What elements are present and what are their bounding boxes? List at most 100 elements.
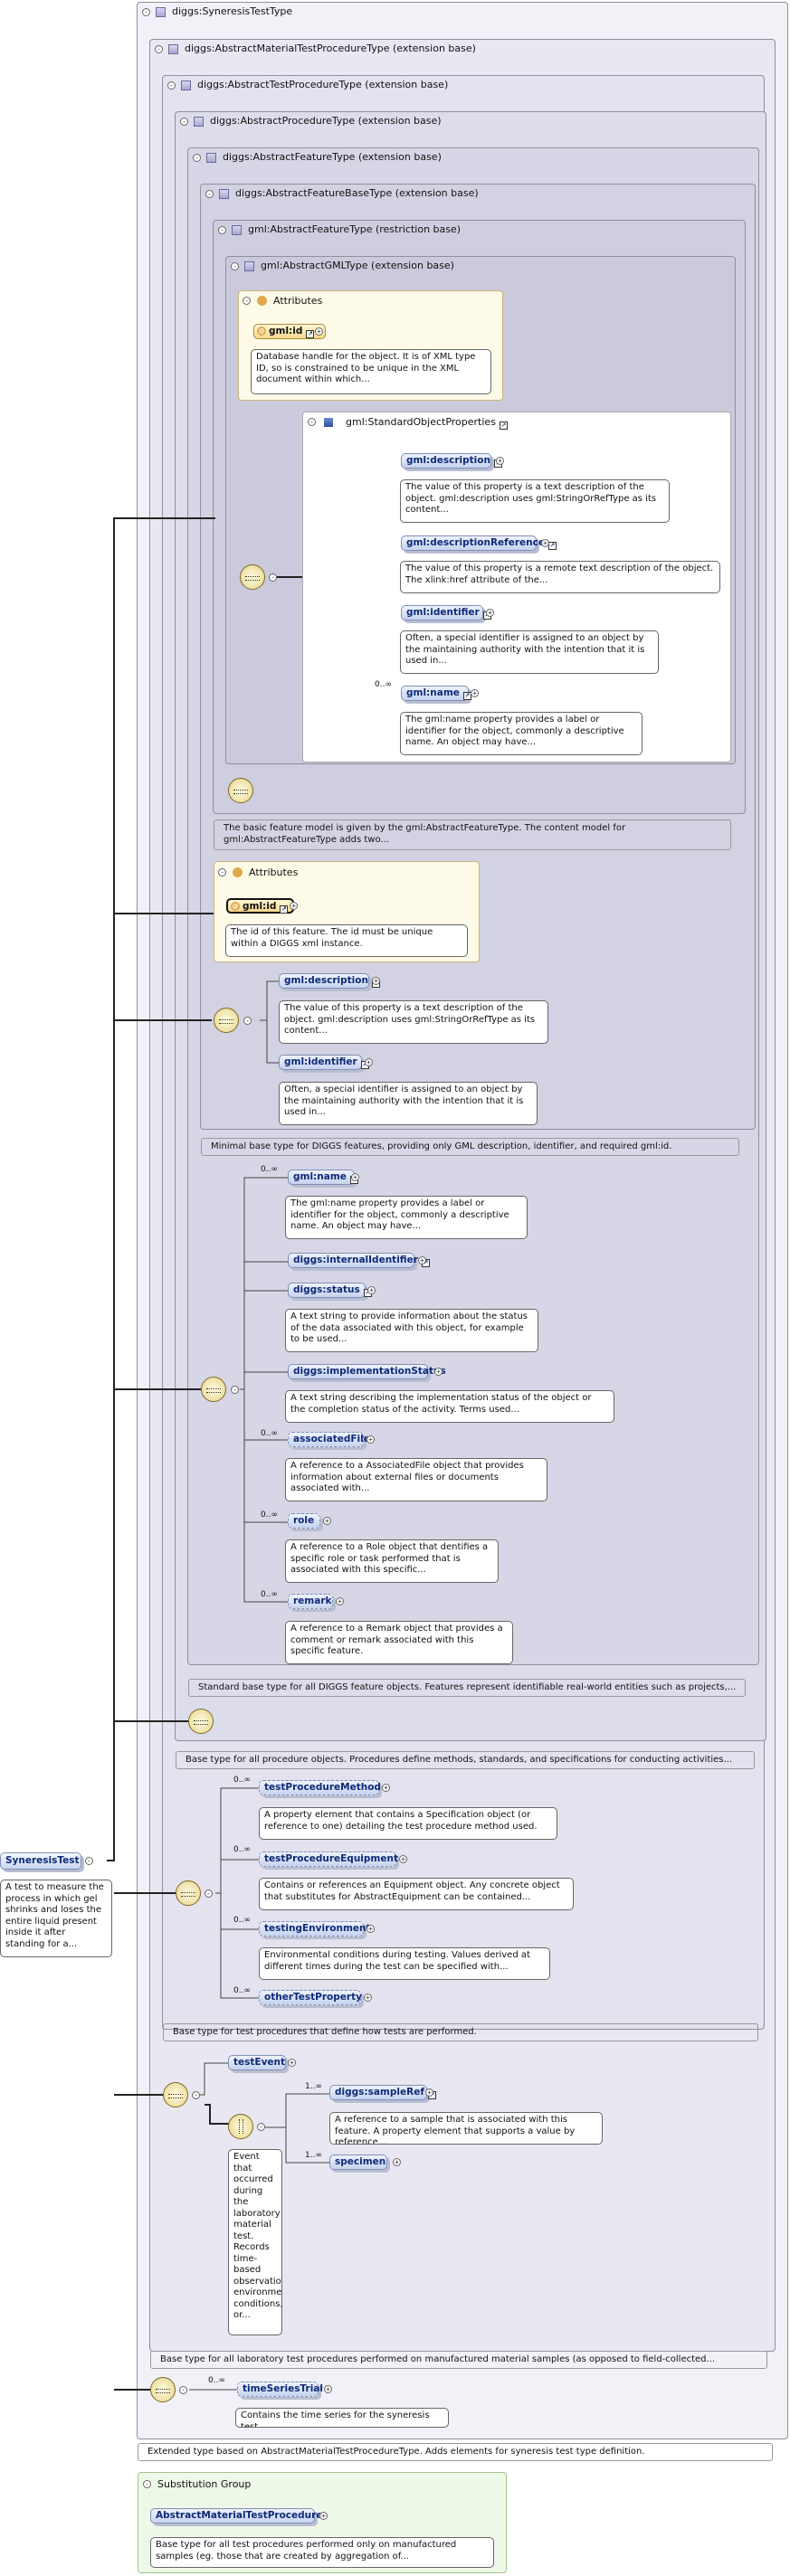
collapse-toggle[interactable]: - xyxy=(205,1889,213,1898)
expand-toggle[interactable]: + xyxy=(418,1256,426,1264)
sequence-compositor-icon[interactable] xyxy=(240,564,265,590)
sequence-compositor-icon[interactable] xyxy=(214,1008,239,1033)
sequence-compositor-icon[interactable] xyxy=(201,1377,226,1402)
collapse-toggle[interactable]: - xyxy=(243,1017,252,1025)
expand-toggle[interactable]: + xyxy=(382,1784,390,1792)
occurrence-label: 0..∞ xyxy=(233,1845,251,1854)
expand-toggle[interactable]: + xyxy=(288,2059,296,2067)
expand-toggle[interactable]: + xyxy=(351,1173,359,1181)
complex-type-icon xyxy=(232,225,242,235)
syneresis-test-root-element[interactable]: SyneresisTest xyxy=(0,1852,81,1870)
diggs-internal-identifier-element[interactable]: diggs:internalIdentifier↗ xyxy=(288,1253,430,1268)
collapse-toggle[interactable]: - xyxy=(218,868,226,876)
expand-toggle[interactable]: + xyxy=(324,2385,332,2393)
collapse-toggle[interactable]: - xyxy=(167,81,176,90)
complex-type-icon xyxy=(244,261,254,271)
collapse-toggle[interactable]: - xyxy=(142,8,150,16)
occurrence-label: 1..∞ xyxy=(305,2082,322,2091)
link-icon[interactable]: ↗ xyxy=(547,542,557,550)
collapse-toggle[interactable]: - xyxy=(193,154,201,162)
expand-toggle[interactable]: + xyxy=(372,977,380,985)
expand-toggle[interactable]: + xyxy=(399,1855,407,1863)
gml-identifier-element[interactable]: gml:identifier↗ xyxy=(279,1055,369,1070)
diggs-sample-ref-element[interactable]: diggs:sampleRef↗ xyxy=(329,2085,436,2100)
collapse-toggle[interactable]: - xyxy=(218,226,226,234)
collapse-toggle[interactable]: - xyxy=(231,262,239,270)
test-procedure-equipment-element[interactable]: testProcedureEquipment xyxy=(259,1852,398,1867)
expand-toggle[interactable]: + xyxy=(319,2512,328,2520)
collapse-toggle[interactable]: - xyxy=(180,118,188,126)
expand-toggle[interactable]: + xyxy=(541,539,549,547)
complex-type-icon xyxy=(156,7,166,17)
expand-toggle[interactable]: + xyxy=(366,1925,375,1933)
abstract-material-test-procedure-type-doc: Base type for all laboratory test proced… xyxy=(150,2351,767,2369)
expand-toggle[interactable]: + xyxy=(365,1058,373,1066)
occurrence-label: 0..∞ xyxy=(233,1916,251,1925)
collapse-toggle[interactable]: - xyxy=(243,297,251,305)
collapse-toggle[interactable]: - xyxy=(308,418,316,426)
expand-toggle[interactable]: + xyxy=(336,1597,344,1605)
expand-toggle[interactable]: + xyxy=(366,1435,375,1444)
link-icon[interactable]: ↗ xyxy=(499,421,508,430)
collapse-toggle[interactable]: - xyxy=(85,1857,93,1865)
gml-identifier-element[interactable]: gml:identifier↗ xyxy=(401,605,491,620)
attribute-icon xyxy=(233,867,243,877)
expand-toggle[interactable]: + xyxy=(393,2158,401,2166)
associated-file-element[interactable]: associatedFile xyxy=(288,1432,370,1447)
expand-toggle[interactable]: + xyxy=(471,689,479,697)
type-title: gml:AbstractFeatureType (restriction bas… xyxy=(248,223,462,235)
other-test-property-element[interactable]: otherTestProperty xyxy=(259,1990,362,2005)
collapse-toggle[interactable]: - xyxy=(257,2123,265,2131)
expand-toggle[interactable]: + xyxy=(486,609,494,617)
collapse-toggle[interactable]: - xyxy=(179,2386,187,2394)
time-series-trial-element[interactable]: timeSeriesTrial xyxy=(237,2382,323,2397)
expand-toggle[interactable]: + xyxy=(434,1368,443,1376)
group-title: gml:StandardObjectProperties↗ xyxy=(346,416,508,430)
gml-description-reference-element[interactable]: gml:descriptionReference↗ xyxy=(401,535,557,551)
test-procedure-method-doc: A property element that contains a Speci… xyxy=(259,1807,557,1840)
test-event-element[interactable]: testEvent xyxy=(228,2055,286,2070)
sequence-compositor-icon[interactable] xyxy=(188,1709,214,1734)
expand-toggle[interactable]: + xyxy=(323,1517,331,1525)
collapse-toggle[interactable]: - xyxy=(143,2480,151,2488)
abstract-material-test-procedure-element[interactable]: AbstractMaterialTestProcedure xyxy=(150,2508,322,2524)
expand-toggle[interactable]: + xyxy=(496,457,504,465)
gml-name-doc: The gml:name property provides a label o… xyxy=(400,712,642,755)
sequence-compositor-icon[interactable] xyxy=(150,2377,176,2402)
expand-toggle[interactable]: + xyxy=(290,902,298,910)
sequence-compositor-icon[interactable] xyxy=(228,778,253,803)
collapse-toggle[interactable]: - xyxy=(155,45,163,53)
sequence-compositor-icon[interactable] xyxy=(163,2082,188,2107)
diggs-status-element[interactable]: diggs:status↗ xyxy=(288,1283,372,1298)
diggs-implementation-status-element[interactable]: diggs:implementationStatus xyxy=(288,1364,446,1379)
role-doc: A reference to a Role object that dentif… xyxy=(285,1539,499,1583)
link-icon[interactable]: ↗ xyxy=(306,330,315,338)
gml-id-attribute[interactable]: @gml:id↗ xyxy=(253,324,326,339)
gml-description-doc: The value of this property is a text des… xyxy=(279,1000,548,1044)
collapse-toggle[interactable]: - xyxy=(192,2091,200,2099)
role-element[interactable]: role xyxy=(288,1513,320,1529)
gml-id-doc: The id of this feature. The id must be u… xyxy=(225,924,468,957)
gml-description-element[interactable]: gml:description↗ xyxy=(279,973,380,989)
collapse-toggle[interactable]: - xyxy=(205,190,214,198)
expand-toggle[interactable]: + xyxy=(315,327,323,336)
gml-id-doc: Database handle for the object. It is of… xyxy=(251,349,491,394)
gml-name-element[interactable]: gml:name↗ xyxy=(401,686,471,701)
link-icon[interactable]: ↗ xyxy=(280,905,289,914)
test-procedure-method-element[interactable]: testProcedureMethod xyxy=(259,1780,381,1795)
specimen-element[interactable]: specimen xyxy=(329,2155,387,2170)
complex-type-icon xyxy=(181,80,191,90)
collapse-toggle[interactable]: - xyxy=(269,573,277,582)
collapse-toggle[interactable]: - xyxy=(231,1386,239,1394)
testing-environment-element[interactable]: testingEnvironment xyxy=(259,1921,371,1937)
gml-description-element[interactable]: gml:description↗ xyxy=(401,453,502,469)
remark-element[interactable]: remark xyxy=(288,1594,333,1609)
choice-compositor-icon[interactable] xyxy=(228,2114,253,2139)
gml-id-attribute[interactable]: @gml:id↗ xyxy=(226,898,294,914)
expand-toggle[interactable]: + xyxy=(367,1286,376,1294)
gml-name-element[interactable]: gml:name↗ xyxy=(288,1170,358,1185)
abstract-material-test-procedure-doc: Base type for all test procedures perfor… xyxy=(150,2537,494,2568)
expand-toggle[interactable]: + xyxy=(364,1994,372,2002)
expand-toggle[interactable]: + xyxy=(425,2088,433,2097)
sequence-compositor-icon[interactable] xyxy=(176,1880,201,1906)
